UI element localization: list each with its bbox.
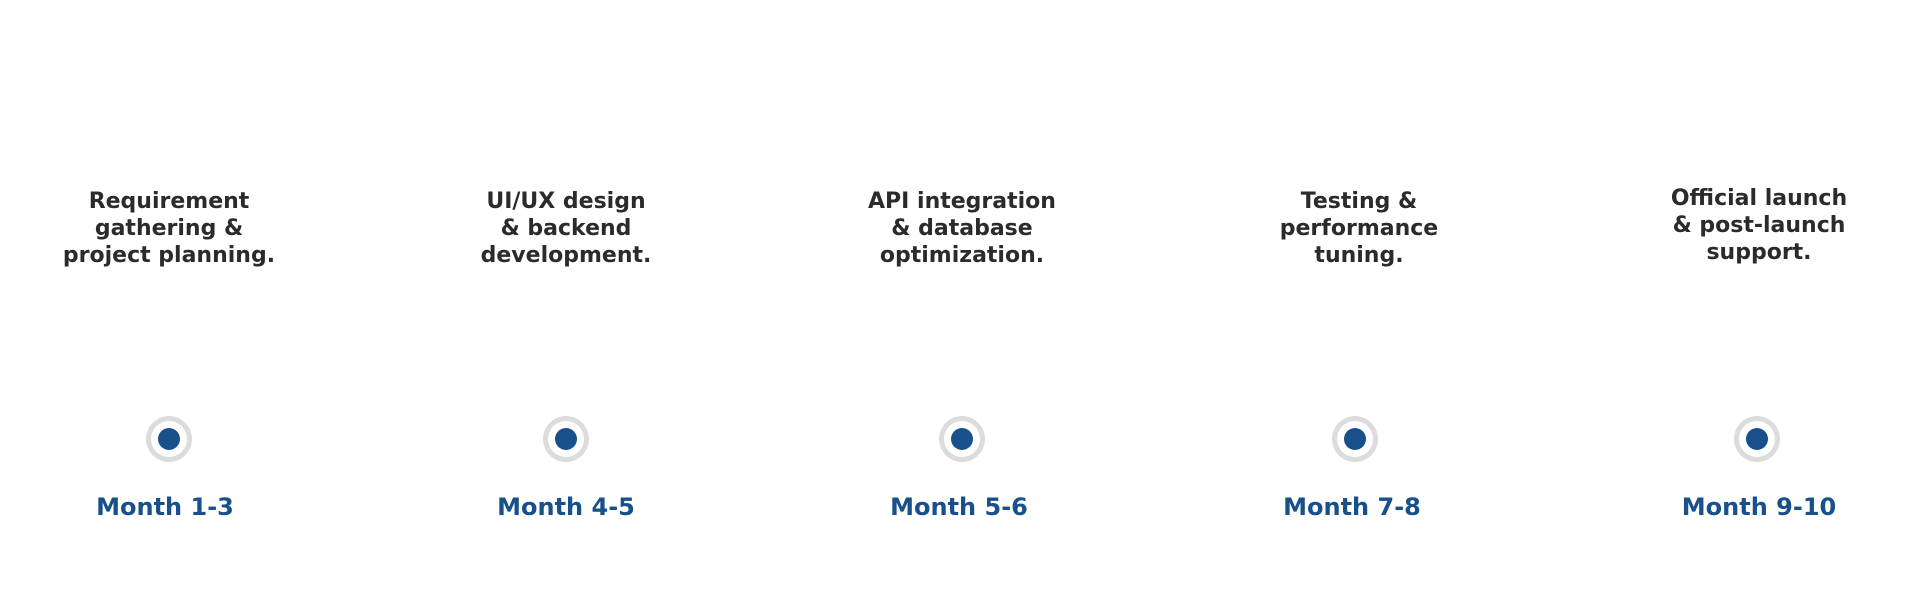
milestone-period: Month 5-6 bbox=[890, 493, 1028, 521]
milestone-1: Requirement gathering & project planning… bbox=[19, 0, 319, 611]
timeline-node-icon bbox=[1734, 416, 1780, 462]
timeline-node-icon bbox=[146, 416, 192, 462]
milestone-description: API integration & database optimization. bbox=[868, 189, 1056, 268]
milestone-4: Testing & performance tuning. Month 7-8 bbox=[1209, 0, 1509, 611]
milestone-period: Month 9-10 bbox=[1681, 493, 1837, 521]
milestone-3: API integration & database optimization.… bbox=[812, 0, 1112, 611]
milestone-description: Testing & performance tuning. bbox=[1279, 189, 1439, 268]
milestone-5: Official launch & post-launch support. M… bbox=[1609, 0, 1909, 611]
timeline-node-icon bbox=[939, 416, 985, 462]
timeline-node-icon bbox=[543, 416, 589, 462]
timeline-node-icon bbox=[1332, 416, 1378, 462]
milestone-description: UI/UX design & backend development. bbox=[480, 189, 652, 268]
milestone-description: Official launch & post-launch support. bbox=[1670, 186, 1848, 265]
milestone-period: Month 1-3 bbox=[96, 493, 234, 521]
milestone-2: UI/UX design & backend development. Mont… bbox=[416, 0, 716, 611]
milestone-period: Month 4-5 bbox=[497, 493, 635, 521]
milestone-description: Requirement gathering & project planning… bbox=[62, 189, 276, 268]
milestone-period: Month 7-8 bbox=[1283, 493, 1421, 521]
